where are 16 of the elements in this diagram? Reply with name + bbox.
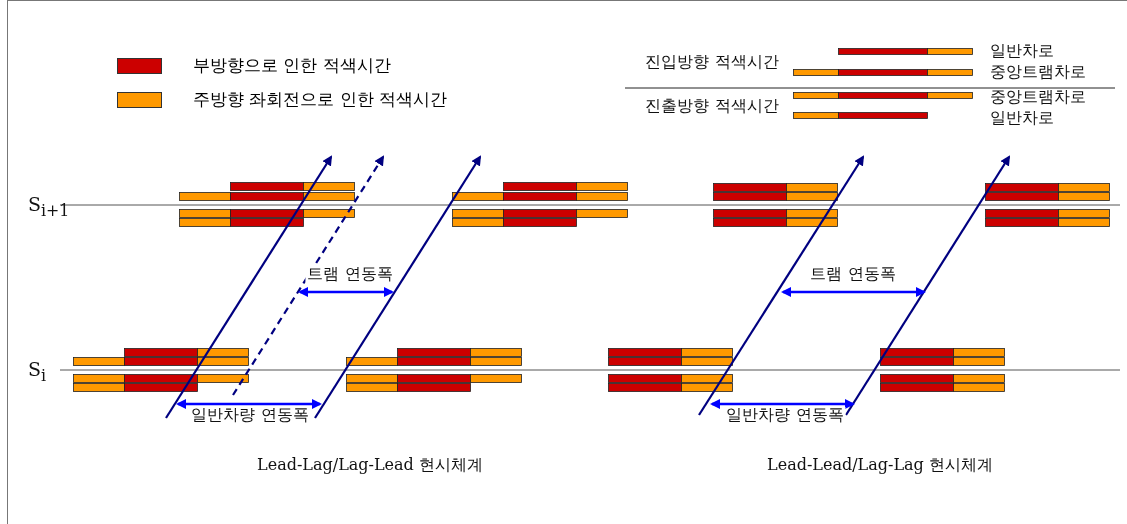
lane-label: 중앙트램차로 bbox=[990, 64, 1086, 80]
key-label: 진입방향 적색시간 bbox=[645, 54, 779, 70]
bandwidth-label: 일반차량 연동폭 bbox=[189, 407, 311, 423]
diagram-caption: Lead-Lead/Lag-Lag 현시체계 bbox=[767, 457, 993, 473]
lane-label: 중앙트램차로 bbox=[990, 89, 1086, 105]
signal-label: S$_{i}$ bbox=[28, 360, 47, 384]
bandwidth-label: 트램 연동폭 bbox=[808, 266, 898, 282]
lane-label: 일반차로 bbox=[990, 43, 1054, 59]
legend-label: 부방향으로 인한 적색시간 bbox=[193, 57, 391, 74]
key-label: 진출방향 적색시간 bbox=[645, 98, 779, 114]
lane-label: 일반차로 bbox=[990, 110, 1054, 126]
bandwidth-label: 트램 연동폭 bbox=[305, 266, 395, 282]
legend-label: 주방향 좌회전으로 인한 적색시간 bbox=[193, 91, 448, 108]
diagram-caption: Lead-Lag/Lag-Lead 현시체계 bbox=[257, 457, 483, 473]
signal-label: S$_{i+1}$ bbox=[28, 195, 70, 219]
bandwidth-label: 일반차량 연동폭 bbox=[724, 407, 846, 423]
